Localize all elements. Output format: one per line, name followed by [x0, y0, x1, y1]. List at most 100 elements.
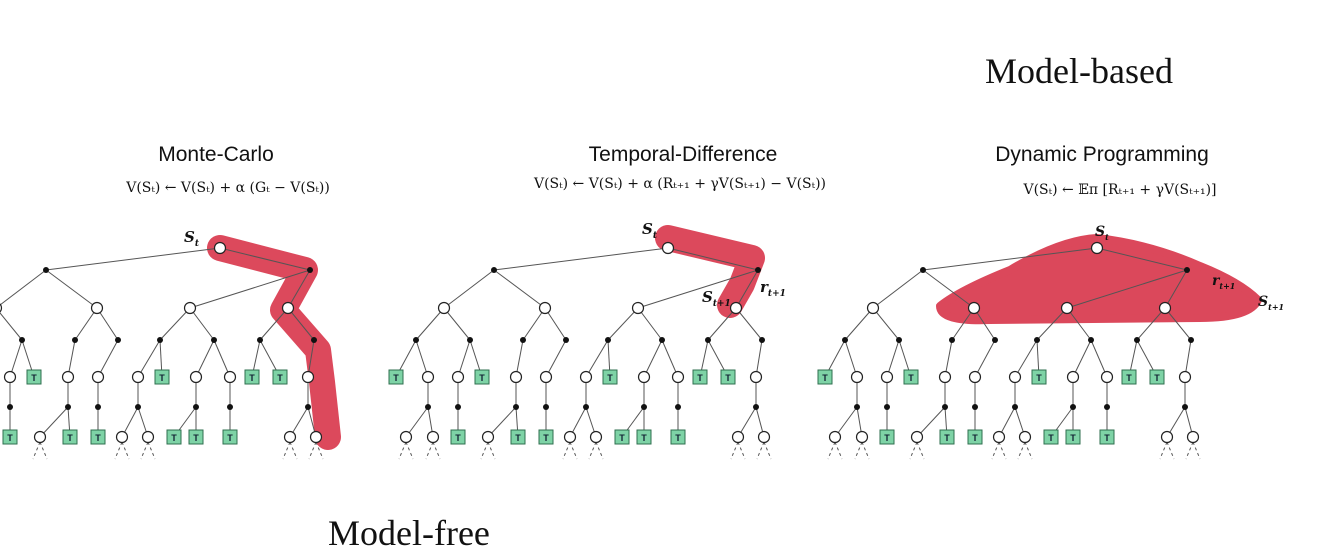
state-node [283, 430, 297, 444]
tree-edge [287, 307, 315, 341]
terminal-box [1149, 369, 1165, 385]
tree-edge [39, 406, 69, 438]
dp-next-state-label: St+1 [1258, 294, 1284, 312]
terminal-box [1031, 369, 1047, 385]
terminal-box [879, 429, 895, 445]
action-node [675, 404, 681, 410]
terminal-node: T [967, 429, 983, 445]
action-node [520, 337, 526, 343]
terminal-label: T [455, 433, 461, 443]
terminal-label: T [1104, 433, 1110, 443]
terminal-label: T [479, 373, 485, 383]
terminal-box [720, 369, 736, 385]
tree-edge [1164, 269, 1188, 309]
tree-edge [0, 312, 23, 341]
terminal-box [1121, 369, 1137, 385]
tree-edge [1164, 307, 1192, 341]
terminal-box [272, 369, 288, 385]
terminal-node: T [720, 369, 736, 385]
state-node [729, 301, 743, 315]
state-node [631, 301, 645, 315]
continuation-edge [114, 441, 123, 460]
action-node [842, 337, 848, 343]
continuation-edge [730, 441, 739, 460]
state-node [1060, 301, 1074, 315]
action-node [193, 404, 199, 410]
action-node [467, 337, 473, 343]
terminal-label: T [249, 373, 255, 383]
action-node [257, 337, 263, 343]
tree-edge [735, 269, 759, 309]
action-node [43, 267, 49, 273]
state-node [967, 301, 981, 315]
tree-edge [1184, 339, 1192, 378]
action-node [641, 404, 647, 410]
state-node [866, 301, 880, 315]
tree-edge [585, 339, 609, 378]
continuation-edge [1159, 441, 1168, 460]
tree-edge [1090, 339, 1108, 378]
action-node [972, 404, 978, 410]
terminal-label: T [515, 433, 521, 443]
tree-edge [189, 307, 215, 341]
continuation-edge [1166, 441, 1175, 460]
continuation-edge [569, 441, 578, 460]
terminal-label: T [619, 433, 625, 443]
tree-edge [922, 269, 975, 309]
terminal-label: T [227, 433, 233, 443]
state-node [115, 430, 129, 444]
tree-edge [457, 339, 471, 378]
state-node [589, 430, 603, 444]
action-node [227, 404, 233, 410]
continuation-edge [1192, 441, 1201, 460]
continuation-edge [834, 441, 843, 460]
state-node [399, 430, 413, 444]
continuation-edge [737, 441, 746, 460]
action-node [19, 337, 25, 343]
action-node [65, 404, 71, 410]
action-node [307, 267, 313, 273]
tree-edge [487, 406, 517, 438]
action-node [759, 337, 765, 343]
state-node [1018, 430, 1032, 444]
action-node [1182, 404, 1188, 410]
terminal-label: T [393, 373, 399, 383]
tree-edge [1072, 339, 1092, 378]
temporal-difference-highlight [655, 225, 765, 318]
state-node [0, 303, 3, 313]
terminal-label: T [908, 373, 914, 383]
continuation-edge [121, 441, 130, 460]
action-node [896, 337, 902, 343]
tree-edge [1066, 307, 1092, 341]
terminal-node: T [154, 369, 170, 385]
terminal-node: T [474, 369, 490, 385]
terminal-box [538, 429, 554, 445]
state-node [183, 301, 197, 315]
action-node [992, 337, 998, 343]
terminal-box [450, 429, 466, 445]
action-node [563, 337, 569, 343]
state-node [189, 370, 203, 384]
terminal-box [90, 429, 106, 445]
action-node [72, 337, 78, 343]
state-node [301, 370, 315, 384]
tree-edge [259, 307, 289, 341]
continuation-edge [854, 441, 863, 460]
terminal-box [388, 369, 404, 385]
state-node [731, 430, 745, 444]
terminal-node: T [388, 369, 404, 385]
td-state-label: St [642, 220, 658, 241]
action-node [211, 337, 217, 343]
action-node [1070, 404, 1076, 410]
terminal-box [26, 369, 42, 385]
state-node [828, 430, 842, 444]
terminal-node: T [692, 369, 708, 385]
terminal-node: T [510, 429, 526, 445]
state-node [538, 301, 552, 315]
state-node [563, 430, 577, 444]
terminal-node: T [538, 429, 554, 445]
tree-edge [834, 406, 858, 438]
terminal-node: T [1099, 429, 1115, 445]
